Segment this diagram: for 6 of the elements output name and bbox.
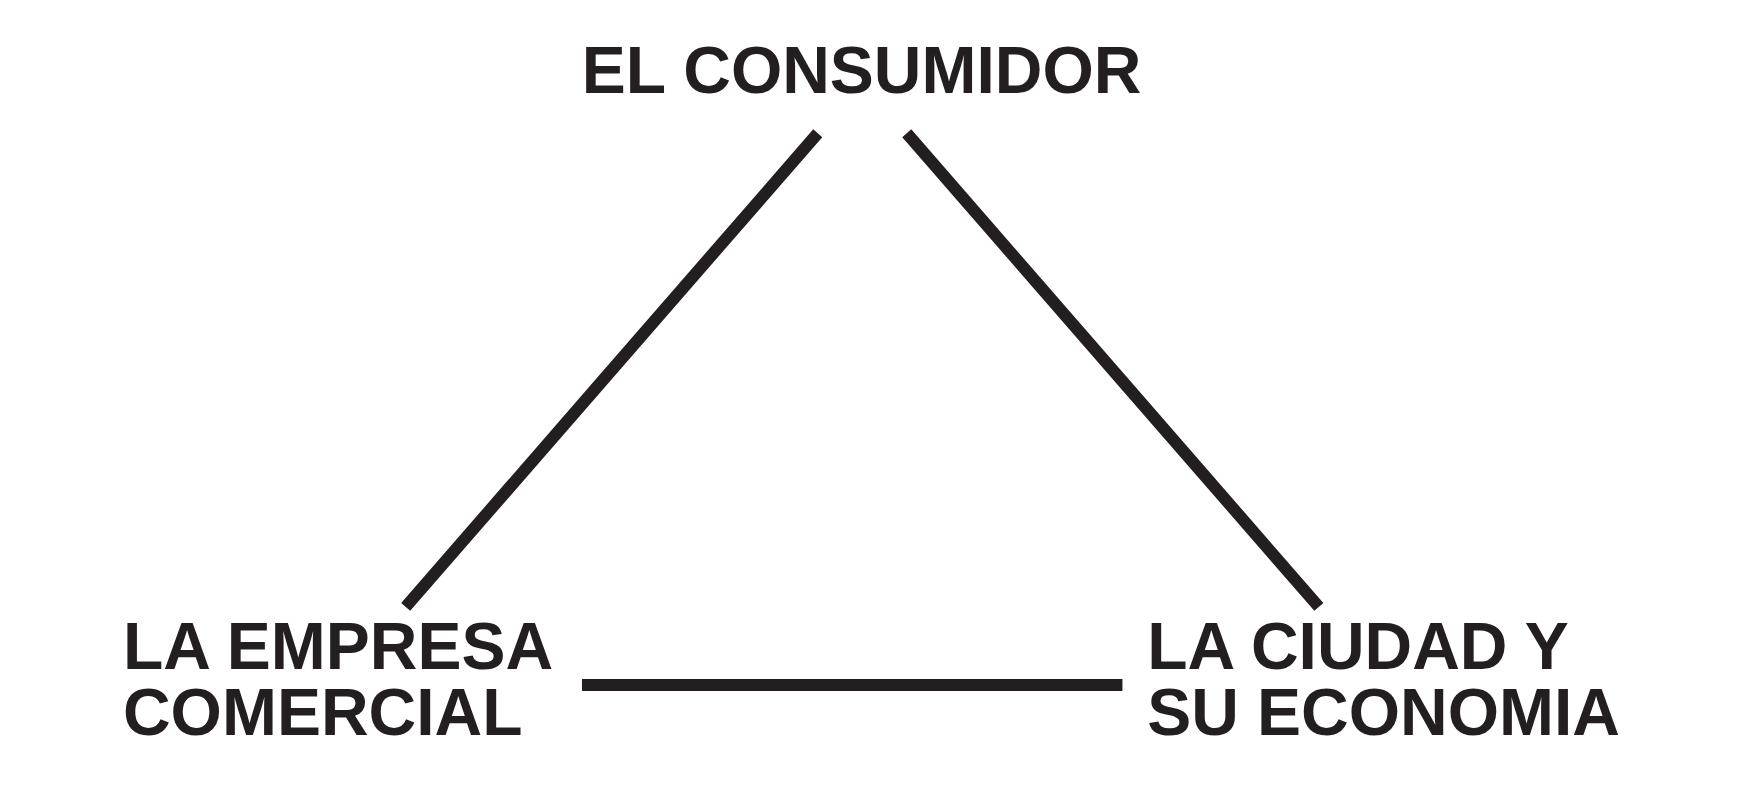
node-text: EL CONSUMIDOR <box>581 32 1142 107</box>
connector <box>401 129 823 611</box>
node-text: LA EMPRESA COMERCIAL <box>122 608 554 749</box>
node-text: LA CIUDAD Y SU ECONOMIA <box>1147 608 1620 749</box>
connector <box>902 129 1324 611</box>
connector <box>581 678 1123 691</box>
